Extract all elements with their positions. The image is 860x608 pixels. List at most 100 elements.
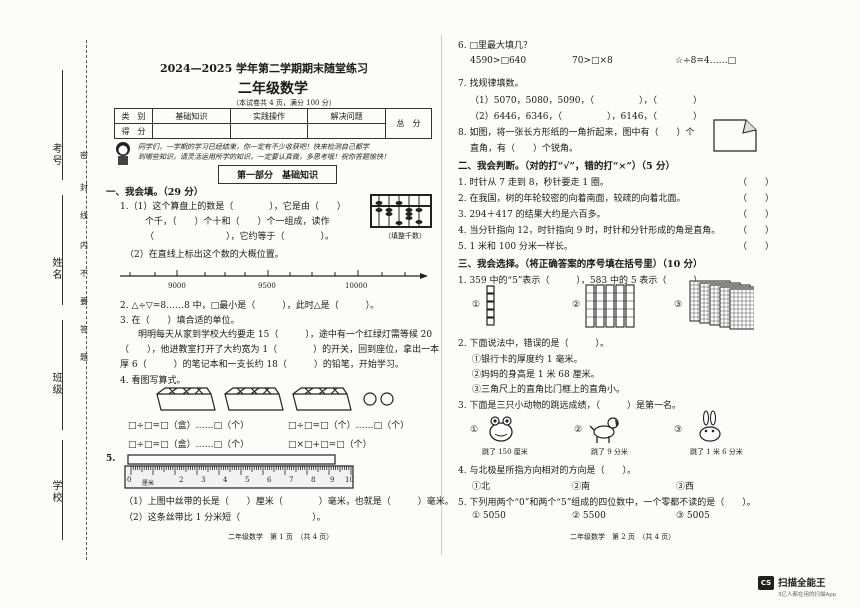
choice-5-option[interactable]: ② 5500: [572, 511, 606, 521]
ruler-num: 8: [311, 476, 316, 484]
score-input[interactable]: [307, 123, 386, 139]
seal-char: 线: [80, 211, 88, 220]
q8-line-a: 8. 如图，将一张长方形纸的一角折起来，图中有（ ）个: [458, 128, 695, 138]
ruler-num: 0: [127, 476, 132, 484]
seal-char: 题: [80, 353, 88, 362]
ruler-unit: 厘米: [142, 480, 155, 487]
ruler-num: 6: [267, 476, 272, 484]
choice-3: 3. 下面是三只小动物的跳远成绩，（ ）是第一名。: [458, 401, 681, 411]
score-cell: 得 分: [114, 123, 153, 139]
q4-row2-b[interactable]: □×□+□=□（个）: [288, 440, 372, 450]
choice-1: 1. 359 中的“5”表示（ ），583 中的 5 表示（ ）。: [458, 276, 707, 286]
q7-2: （2）6446，6346，（ ），6146，（ ）: [470, 112, 702, 122]
q6-item[interactable]: 70>□×8: [572, 56, 613, 66]
judge-answer-2[interactable]: （ ）: [738, 194, 775, 204]
frog-icon: [489, 416, 513, 442]
score-cell: 类 别: [114, 108, 153, 124]
number-line: [120, 270, 428, 279]
choice-3-mark[interactable]: ①: [470, 425, 479, 435]
judge-answer-1[interactable]: （ ）: [738, 178, 775, 188]
choice-4-option[interactable]: ②南: [572, 482, 591, 492]
score-input[interactable]: [229, 123, 309, 139]
choice-4-option[interactable]: ①北: [472, 482, 491, 492]
q6-item[interactable]: 4590>□640: [470, 56, 527, 66]
q1-2: （2）在直线上标出这个数的大概位置。: [125, 250, 284, 260]
q4-row1-a[interactable]: □÷□=□（盒）……□（个）: [128, 421, 250, 431]
intro-line-2: 到哪些知识，请灵活运用所学的知识，一定要认真做，多思考哦！祝你答题愉快！: [138, 153, 390, 161]
field-line-xingming: [62, 195, 63, 305]
choice-2-option[interactable]: ③三角尺上的直角比门框上的直角小。: [472, 385, 626, 395]
judge-answer-4[interactable]: （ ）: [738, 226, 775, 236]
abacus-icon: [370, 194, 432, 228]
q4-row1-b[interactable]: □÷□=□（个）……□（个）: [288, 421, 410, 431]
ruler-num: 9: [330, 476, 335, 484]
q4: 4. 看图写算式。: [120, 376, 186, 386]
seal-char: 封: [80, 183, 88, 192]
judge-5: 5. 1 米和 100 分米一样长。: [458, 242, 573, 252]
choice-5-option[interactable]: ③ 5005: [676, 511, 710, 521]
choice-1-mark[interactable]: ②: [572, 300, 581, 310]
page-footer-right: 二年级数学 第 2 页 （共 4 页）: [570, 533, 676, 541]
page-footer-left: 二年级数学 第 1 页 （共 4 页）: [228, 533, 334, 541]
rabbit-result: 跳了 1 米 6 分米: [690, 448, 743, 456]
seal-char: 密: [80, 151, 88, 160]
label-xingming: 姓名: [50, 257, 61, 281]
cubes-hundreds-icon: [689, 280, 754, 330]
label-banji: 班级: [50, 372, 61, 396]
score-table: 类 别 基础知识 实践操作 解决问题 总 分 得 分: [114, 108, 432, 139]
choice-3-mark[interactable]: ②: [574, 425, 583, 435]
q5-1: （1）上图中丝带的长是（ ）厘米（ ）毫米，也就是（ ）毫米。: [124, 497, 454, 507]
choice-1-mark[interactable]: ①: [472, 300, 481, 310]
section-3-heading: 三、我会选择。（将正确答案的序号填在括号里）（10 分）: [458, 259, 703, 270]
q4-row2-a[interactable]: □÷□=□（盒）……□（个）: [128, 440, 250, 450]
folded-paper-icon: [713, 119, 757, 152]
q3-line-3: 厚 6（ ）的笔记本和一支长约 18（ ）的铅笔，开始学习。: [120, 360, 404, 370]
scanner-app-slogan: 3亿人都在用的扫描App: [778, 592, 837, 598]
page-fold: [441, 35, 442, 555]
part-banner: 第一部分 基础知识: [218, 165, 338, 184]
choice-2-option[interactable]: ①银行卡的厚度约 1 毫米。: [472, 355, 583, 365]
q8-line-b: 直角，有（ ）个锐角。: [470, 144, 579, 154]
ribbon-strip: [127, 454, 336, 465]
q3-line-2: （ ），他进教室打开了大约宽为 1（ ）的开关，回到座位，拿出一本: [120, 345, 440, 355]
dog-icon: [589, 417, 619, 443]
choice-4: 4. 与北极星所指方向相对的方向是（ ）。: [458, 466, 636, 476]
seal-line: [86, 40, 87, 560]
seal-char: 不: [80, 269, 88, 278]
choice-5: 5. 下列用两个“0”和两个“5”组成的四位数中，一个零都不读的是（ ）。: [458, 498, 756, 508]
score-cell: 基础知识: [152, 108, 231, 124]
judge-answer-5[interactable]: （ ）: [738, 242, 775, 252]
exam-title: 2024—2025 学年第二学期期末随堂练习: [160, 62, 369, 75]
section-2-heading: 二、我会判断。（对的打“√”，错的打“×”）（5 分）: [458, 161, 675, 172]
field-line-kaohao: [62, 70, 63, 180]
judge-2: 2. 在我国，树的年轮较密的向着南面，较疏的向着北面。: [458, 194, 686, 204]
q6-item[interactable]: ☆÷8=4……□: [675, 56, 737, 66]
tick-label: 9500: [258, 282, 276, 290]
q5: 5.: [106, 454, 116, 464]
judge-3: 3. 294＋417 的结果大约是六百多。: [458, 210, 606, 220]
exam-subject: 二年级数学: [238, 81, 308, 97]
q7: 7. 找规律填数。: [458, 79, 524, 89]
judge-1: 1. 时针从 7 走到 8，秒针要走 1 圈。: [458, 178, 609, 188]
ruler-num: 3: [201, 476, 206, 484]
exam-note: （本试卷共 4 页，满分 100 分）: [232, 99, 336, 107]
ruler-num: 5: [245, 476, 250, 484]
q7-1: （1）5070，5080，5090，（ ），（ ）: [470, 96, 702, 106]
ruler-num: 4: [223, 476, 228, 484]
score-input[interactable]: [152, 123, 231, 139]
q2: 2. △÷▽=8……8 中，□最小是（ ），此时△是（ ）。: [120, 301, 380, 311]
choice-3-mark[interactable]: ③: [674, 425, 683, 435]
choice-5-option[interactable]: ① 5050: [472, 511, 506, 521]
dog-result: 跳了 9 分米: [591, 448, 628, 456]
choice-2-option[interactable]: ②妈妈的身高是 1 米 68 厘米。: [472, 370, 600, 380]
ruler-num: 10: [345, 476, 354, 484]
judge-answer-3[interactable]: （ ）: [738, 210, 775, 220]
scanner-app-name: 扫描全能王: [778, 578, 826, 589]
choice-1-mark[interactable]: ③: [674, 300, 683, 310]
q1-1-line-b: 个千，（ ）个十和（ ）个一组成，读作: [145, 217, 330, 227]
choice-4-option[interactable]: ③西: [676, 482, 695, 492]
q3: 3. 在（ ）填合适的单位。: [120, 316, 240, 326]
abacus-note: （填整千数）: [384, 232, 426, 240]
score-cell: 解决问题: [307, 108, 386, 124]
